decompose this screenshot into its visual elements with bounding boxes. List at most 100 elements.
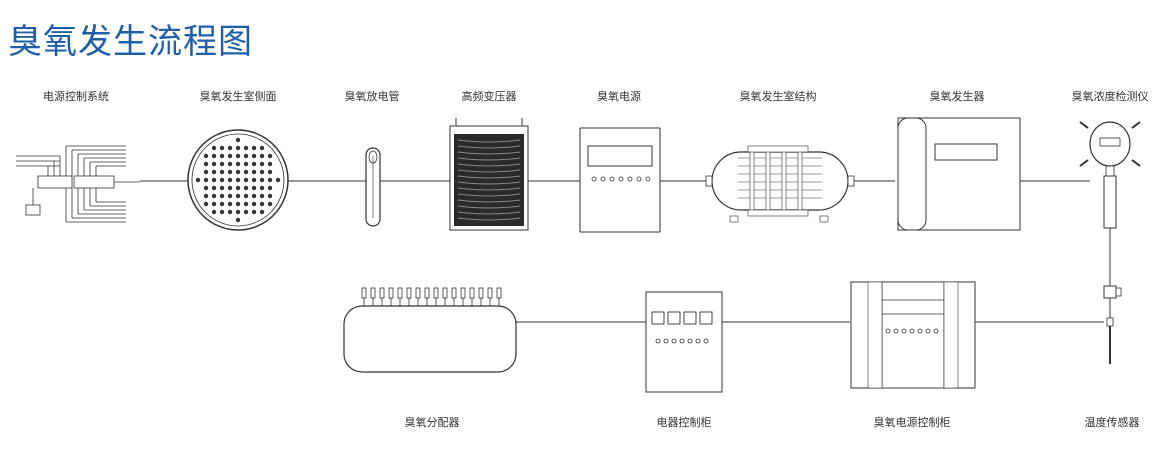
tube-rib [797, 147, 803, 215]
distributor-graphic [343, 287, 517, 373]
hole [227, 161, 233, 167]
hole [203, 153, 209, 159]
label-hf-transformer: 高频变压器 [461, 90, 517, 103]
cabinet-dot [901, 328, 907, 334]
hole [235, 185, 241, 191]
cabinet-dot [679, 338, 685, 344]
hole [251, 209, 257, 215]
hole [243, 185, 249, 191]
power-control-cabinet-graphic [850, 281, 976, 389]
power-control-system-graphic [16, 145, 140, 223]
hole [219, 185, 225, 191]
cabinet-dot [925, 328, 931, 334]
coil [457, 163, 521, 167]
label-generator: 臭氧发生器 [929, 90, 985, 103]
hole [251, 193, 257, 199]
cabinet-dot [663, 338, 669, 344]
hole [203, 161, 209, 167]
nozzle [415, 287, 421, 299]
hole [243, 145, 249, 151]
label-distributor: 臭氧分配器 [404, 416, 460, 429]
indicator-dot [609, 176, 615, 182]
hole [219, 177, 225, 183]
hole [267, 169, 273, 175]
hf-transformer-graphic [449, 118, 529, 231]
hole [243, 177, 249, 183]
coil [457, 175, 521, 179]
hole [267, 161, 273, 167]
cabinet-dot [917, 328, 923, 334]
nozzle [460, 287, 466, 299]
page-title: 臭氧发生流程图 [8, 22, 253, 62]
hole [267, 201, 273, 207]
hole [251, 185, 257, 191]
hole [275, 177, 281, 183]
hole [211, 161, 217, 167]
ozone-power-graphic [579, 127, 661, 233]
hole [219, 193, 225, 199]
hole [243, 161, 249, 167]
coil [457, 199, 521, 203]
concentration-detector-graphic [1079, 121, 1141, 229]
hole [259, 169, 265, 175]
hole [243, 153, 249, 159]
nozzle [478, 287, 484, 299]
hole [227, 145, 233, 151]
chamber-side-graphic [187, 129, 289, 231]
temperature-sensor-graphic [1103, 285, 1122, 364]
cabinet-dot [671, 338, 677, 344]
indicator-dot [645, 176, 651, 182]
hole [227, 193, 233, 199]
tube-rib [765, 147, 771, 215]
hole [243, 169, 249, 175]
hole [227, 185, 233, 191]
indicator-dot [636, 176, 642, 182]
hole [211, 169, 217, 175]
hole [227, 209, 233, 215]
cabinet-dot [695, 338, 701, 344]
label-discharge-tube: 臭氧放电管 [344, 90, 400, 103]
label-chamber-side: 臭氧发生室侧面 [199, 90, 277, 103]
hole [259, 201, 265, 207]
hole [203, 193, 209, 199]
hole [243, 201, 249, 207]
coil [457, 211, 521, 215]
hole [267, 185, 273, 191]
cabinet-dot [655, 338, 661, 344]
connection-lines [140, 180, 1111, 323]
nozzle [487, 287, 493, 299]
indicator-dot [627, 176, 633, 182]
hole [227, 177, 233, 183]
hole [235, 177, 241, 183]
label-power-control-system: 电源控制系统 [43, 90, 109, 103]
cabinet-dot [909, 328, 915, 334]
coil [457, 157, 521, 161]
nozzle [388, 287, 394, 299]
label-concentration-detector: 臭氧浓度检测仪 [1071, 90, 1149, 103]
hole [251, 145, 257, 151]
hole [267, 193, 273, 199]
hole [235, 217, 241, 223]
hole [259, 209, 265, 215]
nozzle [496, 287, 502, 299]
hole [259, 153, 265, 159]
hole [235, 201, 241, 207]
hole [251, 201, 257, 207]
hole [259, 177, 265, 183]
hole [211, 177, 217, 183]
tube-rib [749, 147, 755, 215]
hole [219, 145, 225, 151]
nozzle [424, 287, 430, 299]
hole [219, 201, 225, 207]
hole [259, 145, 265, 151]
hole [211, 153, 217, 159]
hole [211, 145, 217, 151]
coil [457, 193, 521, 197]
coil [457, 145, 521, 149]
nozzle [433, 287, 439, 299]
nozzle [406, 287, 412, 299]
hole [251, 177, 257, 183]
nozzle [397, 287, 403, 299]
hole [251, 169, 257, 175]
